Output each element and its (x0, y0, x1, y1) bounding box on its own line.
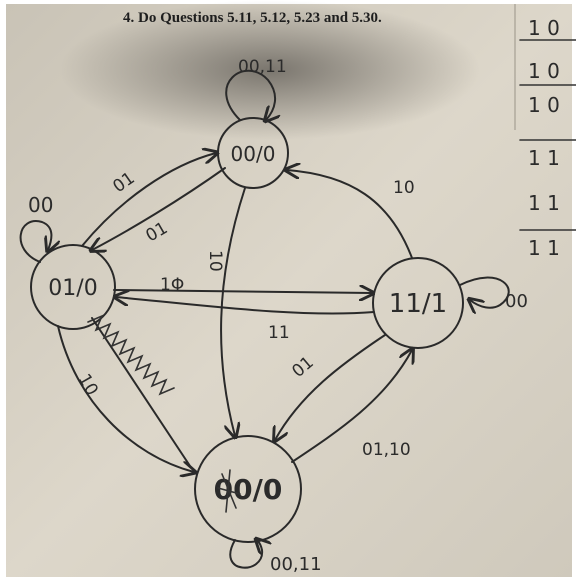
loop-10-label: 00,11 (270, 554, 322, 575)
table-row: 1 0 (528, 93, 560, 117)
loop-10 (229, 540, 262, 569)
edge-01-to-10 (57, 325, 194, 472)
state-01: 01/0 (30, 244, 116, 330)
loop-00 (225, 69, 275, 120)
state-01-label: 01/0 (48, 276, 97, 301)
scribble-mark (217, 469, 241, 513)
edge-00-to-10 (220, 187, 246, 436)
state-00: 00/0 (217, 117, 289, 189)
table-row: 1 1 (528, 236, 560, 260)
edge-01-to-11 (113, 290, 372, 293)
edge-10-to-11 (291, 350, 412, 463)
edge-00-to-10-label: 10 (205, 250, 225, 272)
state-11-label: 11/1 (389, 289, 447, 319)
side-table: 1 0 1 0 1 0 1 1 1 1 1 1 (519, 16, 576, 260)
table-row: 1 0 (528, 59, 560, 83)
loop-00-label: 00,11 (238, 57, 287, 77)
assignment-header: 4. Do Questions 5.11, 5.12, 5.23 and 5.3… (123, 10, 382, 26)
state-10: 00/0 (194, 435, 302, 543)
state-00-label: 00/0 (231, 142, 276, 166)
loop-11 (459, 276, 510, 308)
crossed-out-edge (91, 317, 191, 467)
edge-01-to-11-label: 1Φ (160, 275, 184, 295)
edge-11-to-00 (287, 170, 413, 259)
table-row: 1 1 (528, 146, 560, 170)
edge-00-to-01 (92, 167, 226, 250)
edge-11-to-01-label: 11 (268, 323, 290, 343)
camera-shadow (60, 0, 480, 140)
edge-11-to-01 (116, 297, 375, 315)
loop-11-label: 00 (505, 291, 528, 312)
edge-01-to-00 (81, 153, 216, 247)
loop-01-label: 00 (28, 193, 53, 217)
crossed-out-scribble (87, 314, 175, 396)
loop-01 (19, 220, 52, 263)
edge-10-to-11-label: 01,10 (362, 440, 411, 460)
table-row: 1 1 (528, 191, 560, 215)
edge-11-to-10 (275, 334, 386, 440)
table-row: 1 0 (528, 16, 560, 40)
edge-11-to-00-label: 10 (393, 178, 415, 198)
state-11: 11/1 (372, 257, 464, 349)
